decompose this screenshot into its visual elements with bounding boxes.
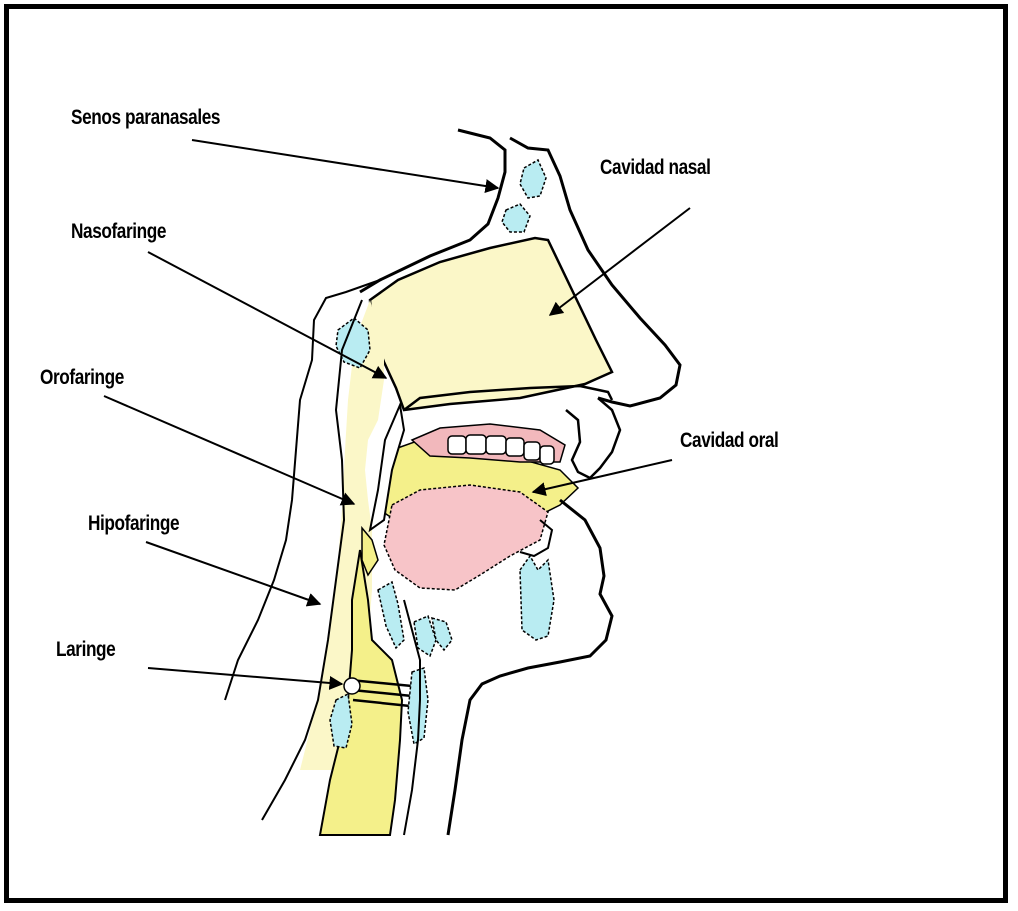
label-orofaringe: Orofaringe — [40, 366, 124, 390]
arrow-hipofaringe — [146, 542, 320, 604]
larynx-marker — [344, 678, 360, 694]
label-nasofaringe: Nasofaringe — [71, 220, 166, 244]
arrow-laringe — [148, 668, 342, 684]
arrow-nasofaringe — [148, 252, 386, 378]
nasal-cavity-area — [370, 238, 612, 410]
arrow-cavidad-nasal — [550, 208, 690, 315]
label-senos-paranasales: Senos paranasales — [71, 106, 220, 130]
label-cavidad-nasal: Cavidad nasal — [600, 156, 710, 180]
label-cavidad-oral: Cavidad oral — [680, 429, 778, 453]
arrow-senos — [192, 140, 498, 188]
arrow-orofaringe — [104, 396, 354, 504]
label-hipofaringe: Hipofaringe — [88, 512, 179, 536]
lip-profile — [566, 398, 620, 478]
label-laringe: Laringe — [56, 638, 115, 662]
